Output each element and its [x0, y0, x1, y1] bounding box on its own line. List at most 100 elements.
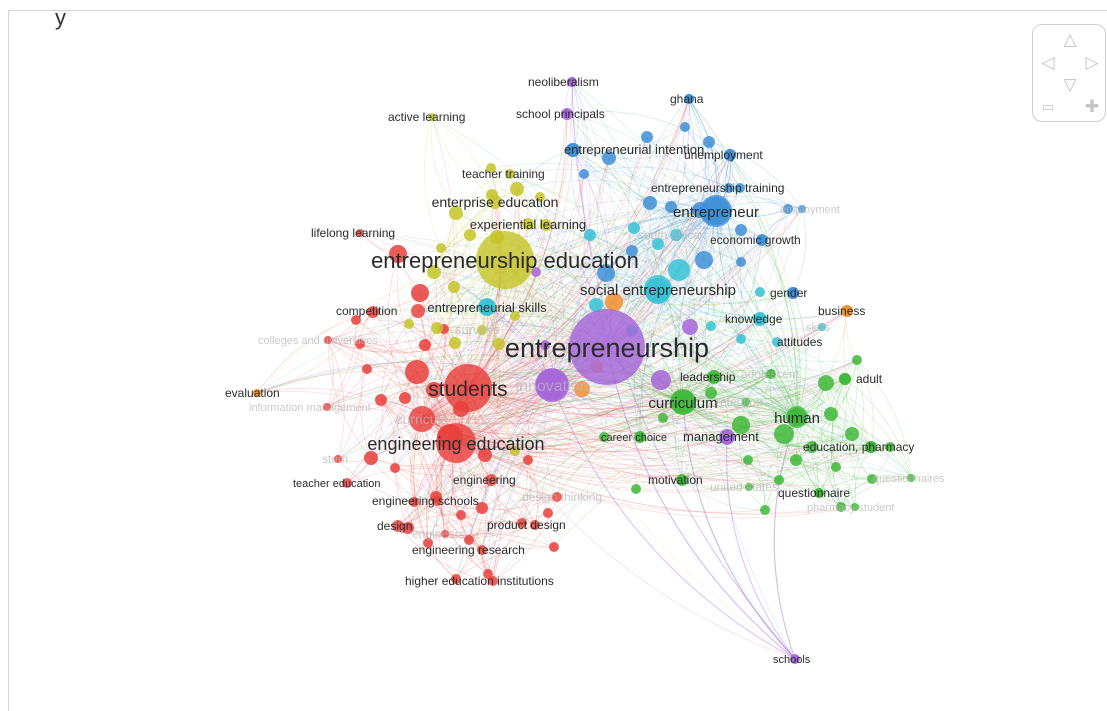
network-node-colleges-and-universities[interactable] [324, 336, 332, 344]
network-node-information-management[interactable] [323, 403, 331, 411]
network-node[interactable] [626, 245, 638, 257]
network-node[interactable] [736, 257, 746, 267]
network-node-adolescent[interactable] [767, 370, 775, 378]
network-node[interactable] [682, 319, 698, 335]
network-node[interactable] [464, 229, 476, 241]
network-node[interactable] [390, 463, 400, 473]
network-node-competition[interactable] [411, 304, 425, 318]
network-node[interactable] [774, 475, 784, 485]
network-node-engineering[interactable] [485, 474, 497, 486]
network-node-social-entrepreneurship[interactable] [644, 275, 672, 303]
network-node[interactable] [431, 322, 443, 334]
network-node[interactable] [852, 355, 862, 365]
zoom-out-icon[interactable]: ▭ [1041, 99, 1055, 115]
network-node[interactable] [602, 151, 616, 165]
network-node[interactable] [543, 508, 553, 518]
network-node[interactable] [419, 339, 431, 351]
network-node-south-africa[interactable] [670, 229, 682, 241]
network-node-ghana[interactable] [684, 94, 694, 104]
network-node[interactable] [456, 510, 466, 520]
network-node[interactable] [449, 337, 461, 349]
network-node-pharmacy-student[interactable] [851, 503, 859, 511]
network-node[interactable] [836, 502, 846, 512]
network-node[interactable] [411, 284, 429, 302]
network-node[interactable] [680, 122, 690, 132]
network-node-students[interactable] [444, 364, 492, 412]
network-node[interactable] [818, 375, 834, 391]
network-node[interactable] [510, 182, 524, 196]
network-node[interactable] [409, 497, 419, 507]
network-node[interactable] [631, 484, 641, 494]
network-node-attitudes[interactable] [772, 337, 782, 347]
network-node-design[interactable] [392, 520, 404, 532]
network-node-design-thinking[interactable] [552, 492, 562, 502]
network-node[interactable] [476, 502, 488, 514]
network-node[interactable] [483, 569, 493, 579]
network-node[interactable] [364, 451, 378, 465]
pan-left-icon[interactable]: ◁ [1041, 52, 1055, 73]
network-node-product-design[interactable] [530, 520, 540, 530]
network-node[interactable] [426, 382, 442, 398]
network-node[interactable] [355, 339, 365, 349]
network-node[interactable] [449, 206, 463, 220]
network-node-experiential-learning[interactable] [522, 218, 534, 230]
network-node-innovation[interactable] [535, 368, 569, 402]
network-node-business[interactable] [841, 305, 853, 317]
network-node[interactable] [405, 360, 429, 384]
network-node-engineering-research[interactable] [477, 545, 487, 555]
network-node[interactable] [535, 192, 545, 202]
network-node-entrepreneurship-education[interactable] [476, 231, 534, 289]
network-node[interactable] [517, 518, 527, 528]
network-node-higher-education-institutions[interactable] [488, 576, 498, 586]
network-node[interactable] [668, 259, 690, 281]
network-node[interactable] [743, 455, 753, 465]
network-node[interactable] [367, 306, 379, 318]
network-node-engineers[interactable] [441, 530, 449, 538]
pan-right-icon[interactable]: ▷ [1085, 52, 1099, 73]
network-node[interactable] [404, 319, 414, 329]
network-node[interactable] [597, 264, 615, 282]
network-node[interactable] [584, 229, 596, 241]
network-node[interactable] [735, 224, 747, 236]
network-node[interactable] [523, 455, 533, 465]
network-node[interactable] [706, 321, 716, 331]
network-node-economic-growth[interactable] [756, 234, 768, 246]
network-node-evaluation[interactable] [253, 389, 261, 397]
network-node[interactable] [579, 169, 589, 179]
network-node[interactable] [628, 222, 640, 234]
network-node[interactable] [540, 340, 550, 350]
network-node-lifelong-learning[interactable] [356, 229, 364, 237]
network-node[interactable] [589, 298, 603, 312]
network-node[interactable] [510, 446, 520, 456]
network-node-curriculum[interactable] [670, 389, 696, 415]
network-node-enterprise-education[interactable] [488, 195, 502, 209]
pan-down-icon[interactable]: ▽ [1063, 74, 1077, 95]
network-node-career-choice[interactable] [635, 432, 645, 442]
network-node[interactable] [402, 522, 414, 534]
network-node[interactable] [423, 538, 433, 548]
network-node[interactable] [652, 238, 664, 250]
network-node[interactable] [389, 245, 407, 263]
network-node[interactable] [831, 462, 841, 472]
network-node[interactable] [351, 315, 361, 325]
network-node-skills[interactable] [818, 323, 826, 331]
network-node[interactable] [774, 424, 794, 444]
network-node[interactable] [651, 370, 671, 390]
network-node[interactable] [540, 219, 552, 231]
network-node-teacher-education[interactable] [342, 478, 352, 488]
network-node[interactable] [845, 427, 859, 441]
network-node[interactable] [605, 293, 623, 311]
network-node-active-learning[interactable] [428, 113, 436, 121]
zoom-in-icon[interactable]: ✚ [1084, 96, 1100, 117]
network-node[interactable] [755, 287, 765, 297]
network-node-engineering-schools[interactable] [432, 496, 442, 506]
network-node-united-states[interactable] [745, 483, 753, 491]
network-node-entrepreneurial-intention[interactable] [566, 143, 580, 157]
network-node-entrepreneurial-skills[interactable] [478, 298, 496, 316]
network-node[interactable] [427, 265, 441, 279]
network-node[interactable] [599, 432, 609, 442]
network-node-questionnaire[interactable] [814, 488, 824, 498]
network-node[interactable] [549, 542, 559, 552]
network-node-unemployment[interactable] [724, 149, 736, 161]
